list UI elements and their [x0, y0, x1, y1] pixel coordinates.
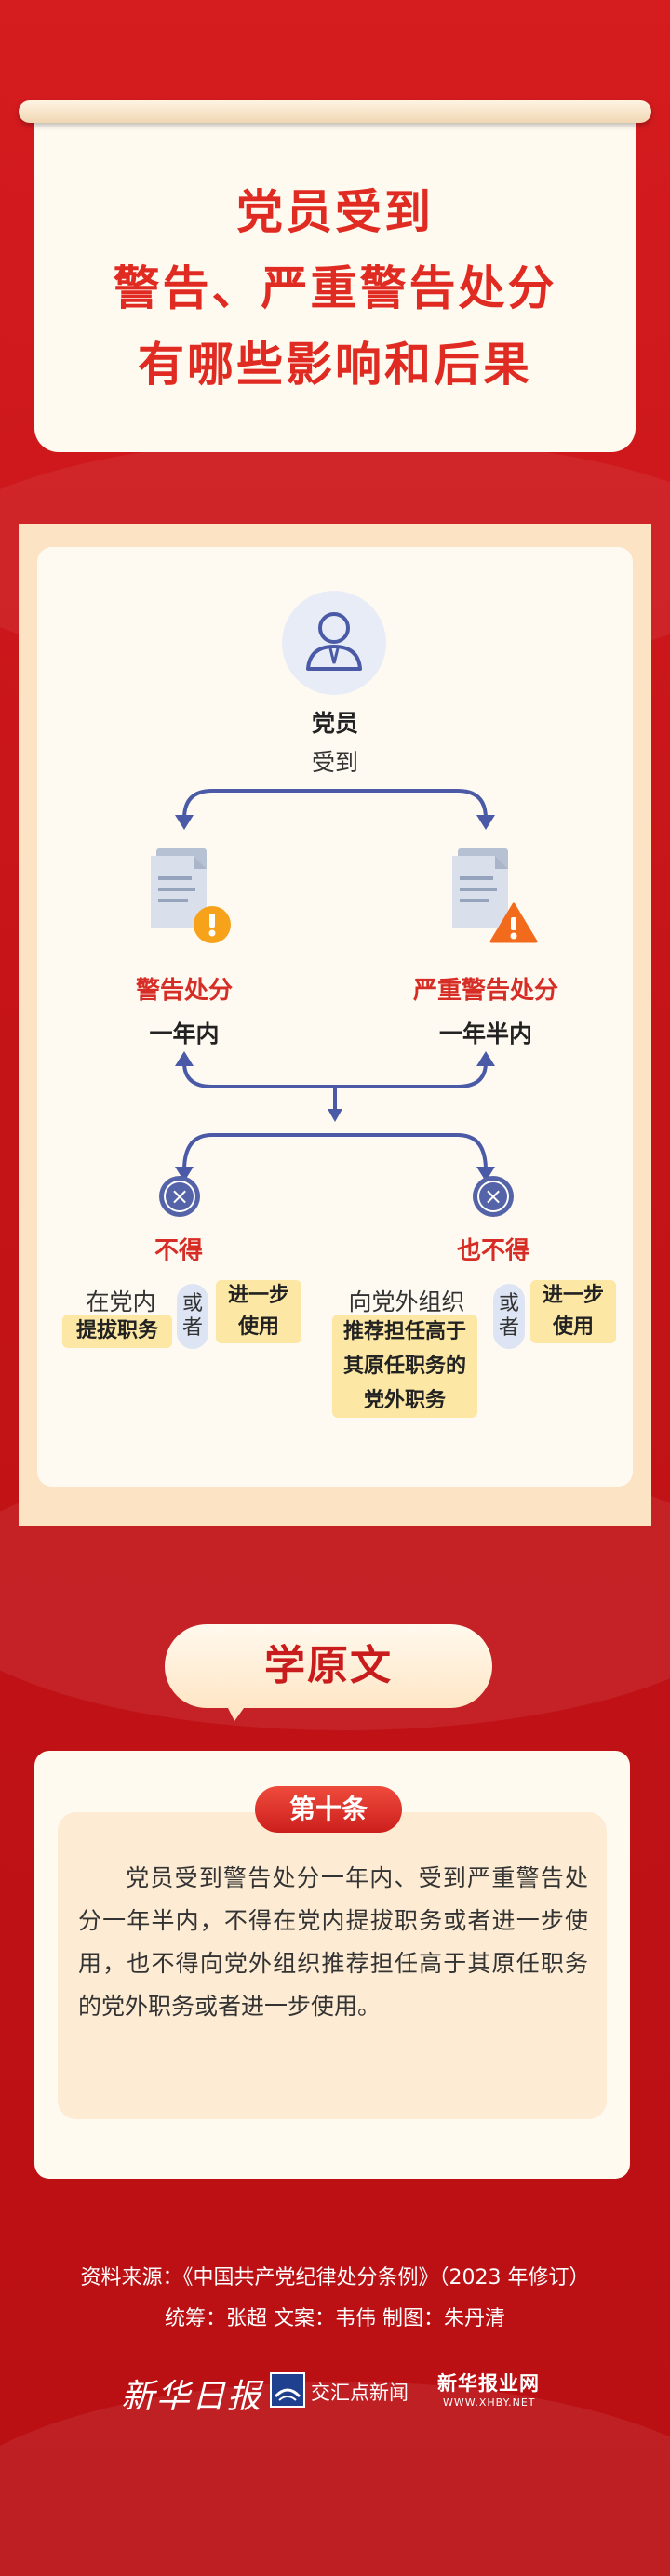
article-body: 党员受到警告处分一年内、受到严重警告处分一年半内，不得在党内提拔职务或者进一步使… [78, 1857, 588, 2028]
x-circle-icon: × [473, 1176, 514, 1217]
right-tag-further-use: 进一步 使用 [530, 1280, 616, 1343]
right-tag-further-use-line2: 使用 [552, 1315, 594, 1339]
study-heading: 学原文 [165, 1624, 492, 1708]
title-line-3: 有哪些影响和后果 [138, 338, 532, 392]
left-period-label: 一年内 [149, 1021, 220, 1048]
decorative-wave [0, 2382, 670, 2576]
article-body-text: 党员受到警告处分一年内、受到严重警告处分一年半内，不得在党内提拔职务或者进一步使… [78, 1864, 588, 2020]
left-tag-further-use: 进一步 使用 [216, 1280, 302, 1343]
title-scroll [34, 117, 636, 452]
logo-xhby-net: 新华报业网 [437, 2372, 540, 2395]
scroll-rod [19, 100, 651, 123]
right-tag-line3: 党外职务 [363, 1389, 446, 1412]
right-tag-recommendation: 推荐担任高于 其原任职务的 党外职务 [332, 1315, 477, 1418]
title-line-2: 警告、严重警告处分 [113, 261, 557, 315]
right-verdict-label: 也不得 [456, 1237, 529, 1265]
left-tag-further-use-line2: 使用 [237, 1315, 279, 1339]
warning-document-icon [147, 845, 231, 943]
title-line-1: 党员受到 [236, 185, 434, 239]
article-inner-box [58, 1812, 607, 2119]
severe-warning-document-icon [449, 845, 538, 943]
right-or-label: 或者 [499, 1292, 520, 1340]
x-circle-icon: × [159, 1176, 200, 1217]
right-penalty-label: 严重警告处分 [412, 977, 558, 1005]
left-or-pill: 或者 [177, 1284, 208, 1349]
subject-sub-label: 受到 [311, 749, 358, 776]
left-tag-further-use-line1: 进一步 [227, 1284, 289, 1307]
right-tag-line2: 其原任职务的 [342, 1355, 466, 1378]
left-tag-promotion: 提拔职务 [62, 1315, 172, 1348]
left-penalty-label: 警告处分 [135, 977, 233, 1005]
right-tag-further-use-line1: 进一步 [542, 1284, 604, 1307]
left-verdict-label: 不得 [154, 1237, 203, 1265]
credits-text: 统筹：张超 文案：韦伟 制图：朱丹清 [165, 2307, 505, 2330]
jiaohuidian-logo-icon [270, 2372, 305, 2408]
right-period-label: 一年半内 [438, 1021, 532, 1048]
left-or-label: 或者 [182, 1292, 204, 1340]
logo-jiaohuidian-news: 交汇点新闻 [311, 2382, 409, 2404]
article-number-badge: 第十条 [255, 1786, 402, 1833]
left-scope-label: 在党内 [86, 1288, 156, 1315]
subject-label: 党员 [311, 710, 358, 737]
source-text: 资料来源：《中国共产党纪律处分条例》（2023 年修订） [80, 2266, 590, 2289]
right-tag-line1: 推荐担任高于 [342, 1320, 466, 1343]
person-icon [282, 591, 386, 695]
right-scope-label: 向党外组织 [348, 1288, 465, 1315]
logo-xhby-url: WWW.XHBY.NET [443, 2396, 536, 2409]
logo-xinhua-daily: 新华日报 [121, 2378, 263, 2416]
right-or-pill: 或者 [493, 1284, 525, 1349]
